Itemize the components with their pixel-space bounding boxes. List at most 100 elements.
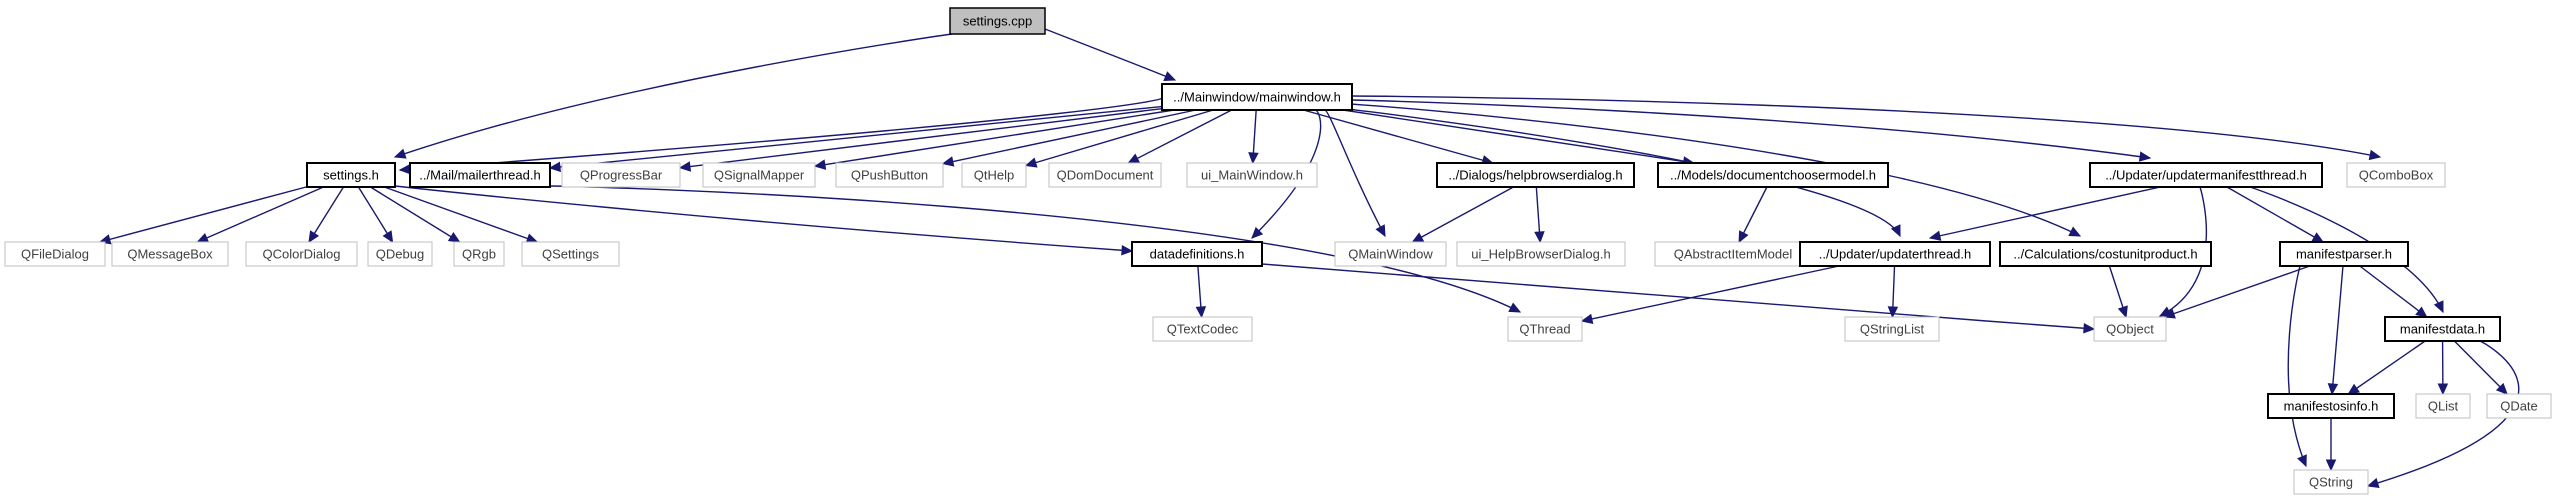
edge-line — [1025, 109, 1214, 167]
node-settings-cpp[interactable]: settings.cpp — [949, 7, 1046, 35]
edge-arrowhead — [1251, 226, 1264, 239]
node-QDebug[interactable]: QDebug — [367, 241, 433, 267]
node-updatermanifestthread-h[interactable]: ../Updater/updatermanifestthread.h — [2089, 162, 2323, 188]
node-QProgressBar[interactable]: QProgressBar — [561, 162, 681, 188]
node-box[interactable] — [1799, 241, 1991, 267]
node-QAbstractItemModel[interactable]: QAbstractItemModel — [1654, 241, 1812, 267]
node-box[interactable] — [1456, 241, 1626, 267]
node-QSettings[interactable]: QSettings — [521, 241, 620, 267]
edge-mainwindow_h-to-QMainWindow — [1324, 109, 1386, 238]
node-box[interactable] — [2346, 162, 2446, 188]
node-manifestparser-h[interactable]: manifestparser.h — [2279, 241, 2409, 267]
node-box[interactable] — [1152, 316, 1253, 342]
node-box[interactable] — [521, 241, 620, 267]
node-box[interactable] — [1999, 241, 2212, 267]
edge-helpbrowserdialog_h-to-QMainWindow — [1411, 186, 1514, 243]
node-mainwindow-h[interactable]: ../Mainwindow/mainwindow.h — [1161, 83, 1353, 111]
node-box[interactable] — [1131, 241, 1263, 267]
node-box[interactable] — [4, 241, 106, 267]
node-label: QRgb — [462, 247, 496, 262]
edge-line — [1351, 108, 1901, 237]
node-box[interactable] — [2415, 393, 2471, 419]
edge-arrowhead — [813, 159, 827, 170]
edge-manifestdata_h-to-manifestosinfo_h — [2347, 340, 2426, 395]
node-label: ../Updater/updaterthread.h — [1819, 247, 1972, 262]
node-QDomDocument[interactable]: QDomDocument — [1048, 162, 1162, 188]
node-QSignalMapper[interactable]: QSignalMapper — [702, 162, 816, 188]
node-QMessageBox[interactable]: QMessageBox — [111, 241, 229, 267]
node-box[interactable] — [2093, 316, 2167, 342]
node-box[interactable] — [1654, 241, 1812, 267]
edge-arrowhead — [1508, 302, 1522, 313]
edge-arrowhead — [678, 161, 692, 172]
node-box[interactable] — [835, 162, 944, 188]
edge-settings_cpp-to-mainwindow_h — [1044, 28, 1177, 81]
edge-manifestparser_h-to-QString — [2287, 265, 2307, 468]
node-box[interactable] — [2293, 469, 2369, 495]
edge-arrowhead — [941, 156, 955, 167]
node-box[interactable] — [961, 162, 1027, 188]
node-box[interactable] — [1048, 162, 1162, 188]
node-helpbrowserdialog-h[interactable]: ../Dialogs/helpbrowserdialog.h — [1436, 162, 1635, 188]
node-box[interactable] — [949, 7, 1046, 35]
node-box[interactable] — [1186, 162, 1318, 188]
node-box[interactable] — [367, 241, 433, 267]
node-box[interactable] — [2279, 241, 2409, 267]
node-box[interactable] — [1161, 83, 1353, 111]
node-box[interactable] — [1334, 241, 1447, 267]
node-QPushButton[interactable]: QPushButton — [835, 162, 944, 188]
node-manifestdata-h[interactable]: manifestdata.h — [2384, 316, 2501, 342]
edge-arrowhead — [1738, 230, 1749, 244]
node-QColorDialog[interactable]: QColorDialog — [245, 241, 358, 267]
node-box[interactable] — [561, 162, 681, 188]
node-manifestosinfo-h[interactable]: manifestosinfo.h — [2267, 393, 2395, 419]
node-QObject[interactable]: QObject — [2093, 316, 2167, 342]
node-QString[interactable]: QString — [2293, 469, 2369, 495]
edge-settings_h-to-QSettings — [384, 186, 539, 244]
node-costunitproduct-h[interactable]: ../Calculations/costunitproduct.h — [1999, 241, 2212, 267]
node-box[interactable] — [1844, 316, 1940, 342]
node-box[interactable] — [306, 162, 396, 188]
node-box[interactable] — [2486, 393, 2552, 419]
edge-line — [399, 97, 1163, 171]
node-box[interactable] — [453, 241, 505, 267]
edge-arrowhead — [2366, 477, 2380, 489]
node-QList[interactable]: QList — [2415, 393, 2471, 419]
edge-arrowhead — [393, 148, 407, 159]
node-QThread[interactable]: QThread — [1507, 316, 1583, 342]
node-mailerthread-h[interactable]: ../Mail/mailerthread.h — [409, 162, 551, 188]
node-QFileDialog[interactable]: QFileDialog — [4, 241, 106, 267]
node-box[interactable] — [1507, 316, 1583, 342]
node-box[interactable] — [1436, 162, 1635, 188]
node-box[interactable] — [409, 162, 551, 188]
edge-line — [1581, 265, 1840, 322]
edge-manifestdata_h-to-QDate — [2453, 340, 2508, 395]
node-box[interactable] — [111, 241, 229, 267]
node-label: QString — [2309, 475, 2353, 490]
node-QDate[interactable]: QDate — [2486, 393, 2552, 419]
node-QtHelp[interactable]: QtHelp — [961, 162, 1027, 188]
node-QTextCodec[interactable]: QTextCodec — [1152, 316, 1253, 342]
node-box[interactable] — [1657, 162, 1889, 188]
edge-manifestdata_h-to-QString — [2366, 340, 2520, 489]
node-QRgb[interactable]: QRgb — [453, 241, 505, 267]
node-box[interactable] — [245, 241, 358, 267]
edge-line — [1351, 95, 2381, 158]
node-QMainWindow[interactable]: QMainWindow — [1334, 241, 1447, 267]
node-datadefinitions-h[interactable]: datadefinitions.h — [1131, 241, 1263, 267]
node-updaterthread-h[interactable]: ../Updater/updaterthread.h — [1799, 241, 1991, 267]
node-layer: settings.cpp ../Mainwindow/mainwindow.h se… — [4, 7, 2552, 495]
node-QStringList[interactable]: QStringList — [1844, 316, 1940, 342]
node-documentchoosermodel-h[interactable]: ../Models/documentchoosermodel.h — [1657, 162, 1889, 188]
node-ui-MainWindow-h[interactable]: ui_MainWindow.h — [1186, 162, 1318, 188]
node-box[interactable] — [2267, 393, 2395, 419]
node-QComboBox[interactable]: QComboBox — [2346, 162, 2446, 188]
edge-line — [2453, 340, 2508, 395]
edge-line — [1351, 103, 2081, 237]
edge-arrowhead — [2325, 459, 2337, 472]
node-box[interactable] — [2384, 316, 2501, 342]
node-settings-h[interactable]: settings.h — [306, 162, 396, 188]
node-box[interactable] — [2089, 162, 2323, 188]
node-box[interactable] — [702, 162, 816, 188]
node-ui-HelpBrowserDialog-h[interactable]: ui_HelpBrowserDialog.h — [1456, 241, 1626, 267]
